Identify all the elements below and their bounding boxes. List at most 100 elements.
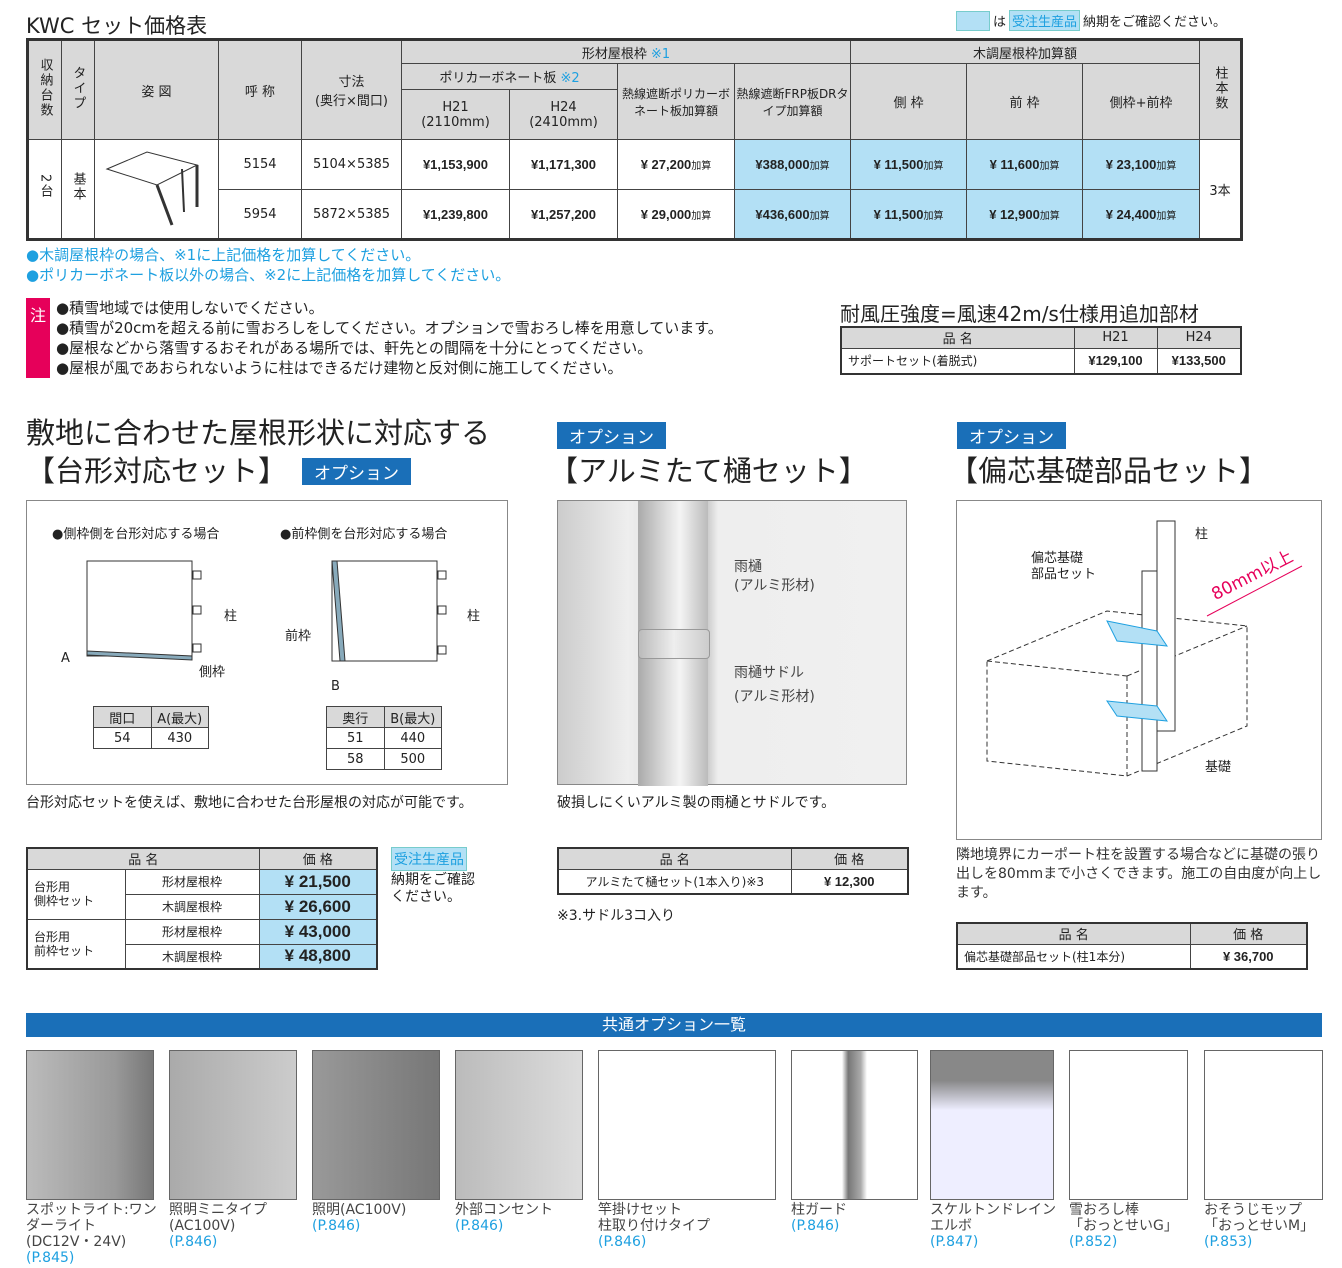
price-side: ¥ 11,500加算 [850,189,968,240]
offset-desc: 隣地境界にカーポート柱を設置する場合などに基礎の張り出しを80mmまで小さくでき… [956,847,1322,901]
parts-label: 偏芯基礎 部品セット [1031,551,1097,582]
option-caption: 竿掛けセット柱取り付けタイプ(P.846) [598,1202,786,1250]
post-label: 柱 [467,609,481,624]
footnote: ●ポリカーボネート板以外の場合、※2に上記価格を加算してください。 [26,266,511,284]
page-link[interactable]: (P.853) [1204,1234,1253,1250]
option-photo [1069,1050,1188,1200]
price-heat-poly: ¥ 27,200加算 [617,139,735,190]
header-heat-frp: 熱線遮断FRP板DRタイプ加算額 [733,63,852,140]
option-photo [930,1050,1054,1200]
price-both: ¥ 23,100加算 [1082,139,1201,190]
post-label: 柱 [224,609,238,624]
footnote: ●木調屋根枠の場合、※1に上記価格を加算してください。 [26,246,421,264]
page-link[interactable]: (P.846) [312,1218,361,1234]
price-side: ¥ 11,500加算 [850,139,968,190]
option-photo [312,1050,440,1200]
offset-diagram: 柱 偏芯基礎 部品セット 80mm以上 基礎 [956,500,1322,840]
made-to-order-badge: 受注生産品 [391,847,467,871]
price-front: ¥ 12,900加算 [966,189,1084,240]
table-row: 2台 基本 5154 5104×5385 ¥1,153,900 ¥1,171,3… [27,139,1243,240]
row-size: 5872×5385 [301,189,402,240]
gutter-photo: 雨樋(アルミ形材) 雨樋サドル(アルミ形材) [557,500,907,786]
posts-value: 3本 [1199,139,1243,240]
header-both: 側枠+前枠 [1082,63,1201,140]
offset-price-table: 品 名価 格 偏芯基礎部品セット(柱1本分)¥ 36,700 [956,922,1308,970]
option-name: (DC12V・24V) [26,1234,127,1250]
header-posts: 柱本数 [1212,65,1228,111]
header-size: 寸法(奥行×間口) [301,39,402,140]
front-label: 前枠 [285,629,312,644]
label-saddle: 雨樋サドル(アルミ形材) [734,665,815,705]
trap-diagram: ●側枠側を台形対応する場合 ●前枠側を台形対応する場合 柱 側枠 A 柱 前枠 … [26,500,508,785]
page-link[interactable]: (P.845) [26,1250,75,1266]
price-heat-frp: ¥388,000加算 [733,139,852,190]
page-link[interactable]: (P.846) [791,1218,840,1234]
side-label: 側枠 [199,665,226,680]
option-photo [791,1050,918,1200]
header-figure: 姿 図 [94,39,219,140]
header-type: タイプ [70,65,86,111]
case1-label: ●側枠側を台形対応する場合 [52,527,220,542]
page-link[interactable]: (P.846) [169,1234,218,1250]
header-h24: H24(2410mm) [509,89,618,140]
made-to-order-note: 納期をご確認ください。 [391,872,475,905]
option-caption: スケルトンドレインエルボ(P.847) [930,1202,1064,1250]
cautions: ●積雪地域では使用しないでください。 ●積雪が20cmを超える前に雪おろしをして… [56,298,723,378]
price-h24: ¥1,257,200 [509,189,618,240]
page-link[interactable]: (P.846) [455,1218,504,1234]
price-h24: ¥1,171,300 [509,139,618,190]
price-heat-frp: ¥436,600加算 [733,189,852,240]
option-name: 「おっとせいG」 [1069,1218,1178,1234]
option-caption: 柱ガード(P.846) [791,1202,928,1234]
caution-item: ●積雪が20cmを超える前に雪おろしをしてください。オプションで雪おろし棒を用意… [56,319,723,337]
option-name: 竿掛けセット [598,1202,682,1218]
legend-prefix: は [993,15,1007,30]
price-heat-poly: ¥ 29,000加算 [617,189,735,240]
option-badge: オプション [957,422,1066,449]
option-name: エルボ [930,1218,972,1234]
trap-subtitle: 【台形対応セット】 [26,454,288,488]
page-link[interactable]: (P.846) [598,1234,647,1250]
header-capacity: 収納台数 [37,58,53,118]
option-name: 柱ガード [791,1202,847,1218]
a-label: A [61,651,70,666]
caution-item: ●積雪地域では使用しないでください。 [56,299,324,317]
header-name: 呼 称 [218,39,302,140]
b-label: B [331,679,340,694]
option-name: おそうじモップ [1204,1202,1302,1218]
option-name: スポットライト:ワンダーライト [26,1202,157,1234]
gutter-note: ※3.サドル3コ入り [557,908,675,924]
row-name: 5154 [218,139,302,190]
header-poly: ポリカーボネート板 ※2 [401,63,618,90]
row-name: 5954 [218,189,302,240]
page-link[interactable]: (P.852) [1069,1234,1118,1250]
footnotes: ●木調屋根枠の場合、※1に上記価格を加算してください。 ●ポリカーボネート板以外… [26,245,510,285]
option-photo [455,1050,583,1200]
legend-suffix: 納期をご確認ください。 [1083,15,1227,30]
case2-label: ●前枠側を台形対応する場合 [280,527,448,542]
page-link[interactable]: (P.847) [930,1234,979,1250]
carport-figure [94,139,219,240]
wind-title: 耐風圧強度=風速42m/s仕様用追加部材 [840,302,1199,326]
gutter-title: 【アルミたて樋セット】 [549,454,868,488]
gutter-price-table: 品 名価 格 アルミたて樋セット(1本入り)※3¥ 12,300 [557,847,909,895]
header-frame: 形材屋根枠 ※1 [400,39,852,64]
legend: は 受注生産品 納期をご確認ください。 [956,10,1226,31]
offset-title: 【偏芯基礎部品セット】 [949,454,1269,488]
trap-desc: 台形対応セットを使えば、敷地に合わせた台形屋根の対応が可能です。 [26,795,473,811]
option-badge: オプション [302,458,411,485]
option-caption: 雪おろし棒「おっとせいG」(P.852) [1069,1202,1198,1250]
highlight-swatch [956,10,990,31]
option-photo [26,1050,154,1200]
trap-title: 敷地に合わせた屋根形状に対応する [26,416,491,450]
header-side: 側 枠 [850,63,968,140]
option-caption: 照明ミニタイプ(AC100V)(P.846) [169,1202,307,1250]
option-name: 柱取り付けタイプ [598,1218,710,1234]
option-photo [1204,1050,1323,1200]
price-front: ¥ 11,600加算 [966,139,1084,190]
table-row: 5954 5872×5385 ¥1,239,800 ¥1,257,200 ¥ 2… [28,189,1242,240]
option-photo [169,1050,297,1200]
header-wood: 木調屋根枠加算額 [850,39,1201,64]
page-title: KWC セット価格表 [26,14,208,38]
